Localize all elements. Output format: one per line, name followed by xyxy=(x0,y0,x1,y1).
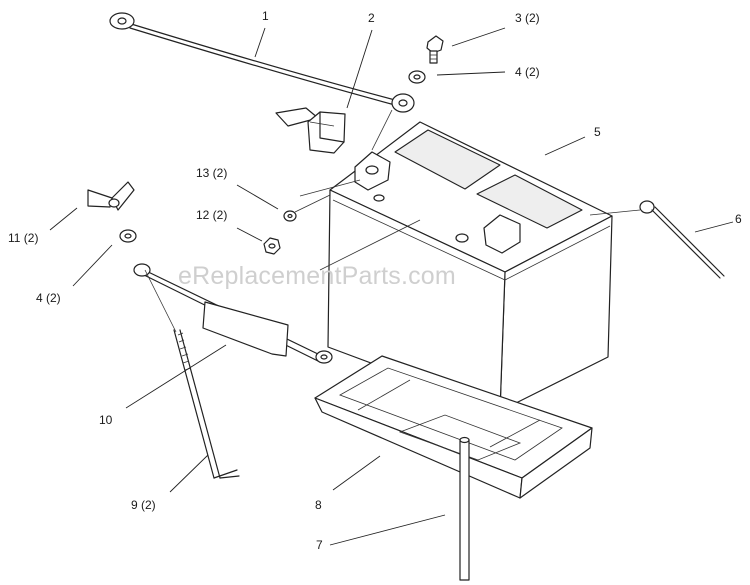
callout-11: 11 (2) xyxy=(8,231,39,245)
battery-tray xyxy=(314,355,593,499)
wing-nut xyxy=(87,181,135,211)
callout-4-upper: 4 (2) xyxy=(515,65,540,79)
washer-small xyxy=(283,194,331,222)
j-bolt xyxy=(144,269,240,479)
washer-upper xyxy=(408,70,426,84)
callout-10: 10 xyxy=(99,413,113,427)
callout-6: 6 xyxy=(735,212,742,226)
callout-13: 13 (2) xyxy=(196,166,228,180)
battery-cable-top xyxy=(109,12,415,151)
leader-lines xyxy=(49,27,734,546)
callout-12: 12 (2) xyxy=(196,208,228,222)
hold-down-bar xyxy=(133,263,333,364)
callout-5: 5 xyxy=(594,125,601,139)
callout-8: 8 xyxy=(315,498,322,512)
watermark-text: eReplacementParts.com xyxy=(178,262,456,290)
battery xyxy=(299,121,613,412)
terminal-nut xyxy=(263,237,281,255)
terminal-boot xyxy=(275,107,346,154)
callout-1: 1 xyxy=(262,9,269,23)
battery-cable-right xyxy=(589,200,725,279)
callout-9: 9 (2) xyxy=(131,498,156,512)
callout-4-lower: 4 (2) xyxy=(36,291,61,305)
callout-7: 7 xyxy=(316,538,323,552)
terminal-bolt xyxy=(426,35,444,64)
callout-3: 3 (2) xyxy=(515,11,540,25)
callout-2: 2 xyxy=(368,11,375,25)
tray-stud xyxy=(459,436,470,581)
washer-left xyxy=(119,229,137,243)
